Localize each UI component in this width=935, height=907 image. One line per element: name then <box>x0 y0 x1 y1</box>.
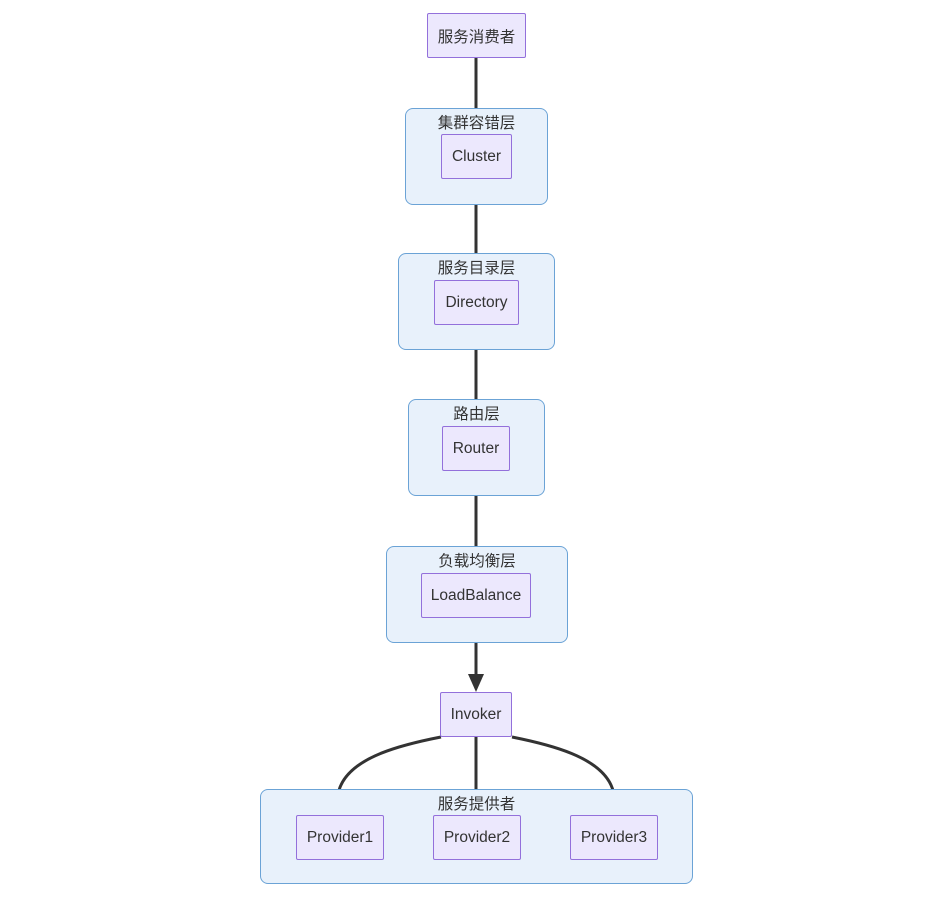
subgraph-title-loadbalance-layer: 负载均衡层 <box>438 553 516 570</box>
subgraph-title-cluster-layer: 集群容错层 <box>437 115 516 132</box>
node-loadbalance[interactable]: LoadBalance <box>421 573 531 618</box>
node-directory[interactable]: Directory <box>434 280 519 325</box>
subgraph-title-directory-layer: 服务目录层 <box>437 260 516 277</box>
node-provider3[interactable]: Provider3 <box>570 815 658 860</box>
subgraph-title-router-layer: 路由层 <box>453 406 500 423</box>
arrow-head-invoker <box>468 674 484 692</box>
node-invoker[interactable]: Invoker <box>440 692 512 737</box>
node-router[interactable]: Router <box>442 426 510 471</box>
subgraph-title-provider-group: 服务提供者 <box>437 796 516 813</box>
node-consumer[interactable]: 服务消费者 <box>427 13 526 58</box>
node-provider2[interactable]: Provider2 <box>433 815 521 860</box>
node-provider1[interactable]: Provider1 <box>296 815 384 860</box>
node-cluster[interactable]: Cluster <box>441 134 512 179</box>
